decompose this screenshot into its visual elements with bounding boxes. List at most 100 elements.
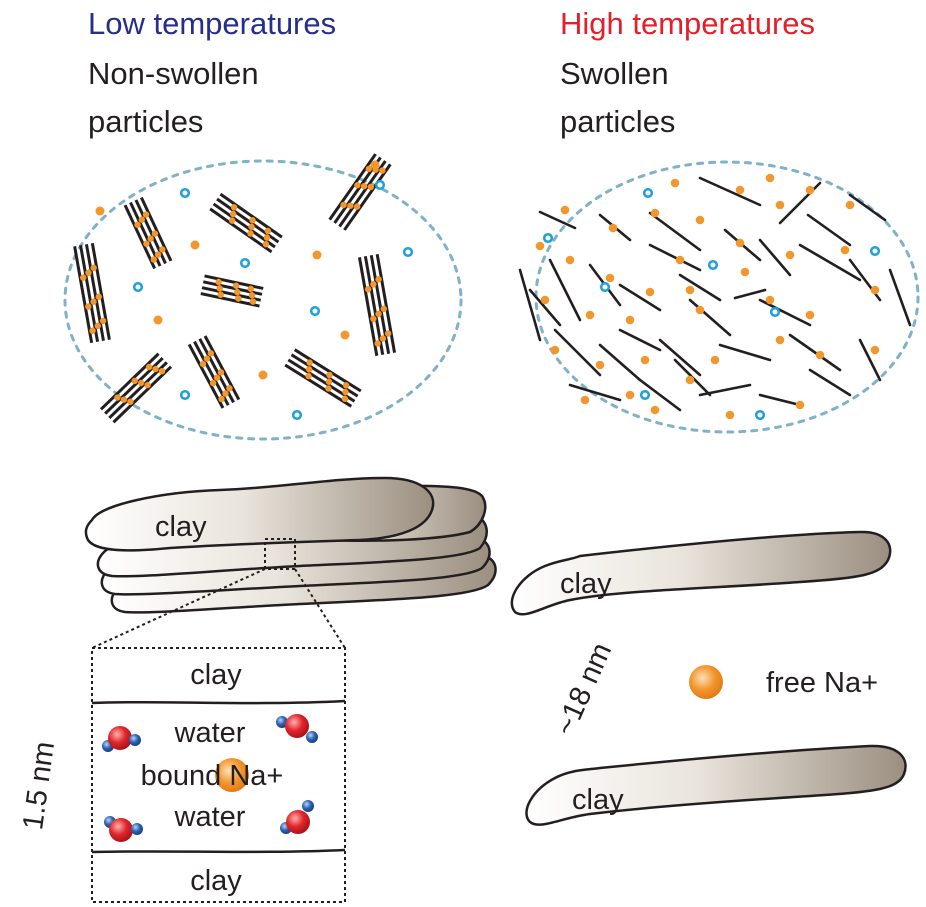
bound-ion <box>247 285 255 293</box>
interlayer-inset: clay water bound Na+ water clay <box>91 647 346 903</box>
platelet <box>140 196 173 262</box>
non-swollen-boundary <box>63 159 463 441</box>
bound-ion <box>341 395 349 402</box>
heading-low-temperatures: Low temperatures <box>88 6 336 41</box>
platelet <box>568 383 622 402</box>
free-ion <box>815 350 825 360</box>
free-ion <box>725 410 735 420</box>
free-ion <box>735 185 745 195</box>
bound-ion <box>79 274 87 281</box>
platelet <box>758 238 792 277</box>
bound-ion <box>158 367 166 375</box>
bound-ion <box>90 298 97 305</box>
platelet-stack <box>99 352 173 424</box>
free-ion <box>258 370 268 380</box>
bound-ion <box>353 203 361 210</box>
free-ion <box>625 390 635 400</box>
platelet <box>658 338 702 377</box>
spacing-label-swollen: ~18 nm <box>549 638 618 740</box>
inset-water-bottom-label: water <box>174 801 246 833</box>
bound-ion <box>151 230 159 237</box>
bound-ion <box>249 298 257 305</box>
bound-ion <box>150 256 158 263</box>
bound-ion <box>305 372 312 380</box>
free-ion <box>374 179 386 191</box>
platelet <box>798 243 862 282</box>
platelet <box>90 242 111 340</box>
bound-ion <box>89 327 96 334</box>
platelet <box>204 274 264 290</box>
platelet <box>112 365 173 424</box>
bound-ion <box>217 369 225 376</box>
platelet <box>219 192 283 239</box>
platelet-stack <box>200 274 264 308</box>
free-ions-left <box>95 160 414 421</box>
free-ion <box>695 215 705 225</box>
bound-ion <box>226 385 233 392</box>
bound-ion <box>379 167 386 174</box>
clay-sheet-upper-right <box>510 530 892 616</box>
subtitle-swollen: Swollen <box>560 56 669 91</box>
platelet <box>518 268 542 342</box>
free-ion <box>870 345 880 355</box>
platelet <box>598 343 642 382</box>
bound-ion <box>248 223 255 231</box>
water-molecule-1 <box>102 726 141 752</box>
bound-ion <box>235 295 242 302</box>
bound-ion <box>137 379 145 387</box>
bound-ion <box>342 388 349 396</box>
free-ion <box>550 345 560 355</box>
inset-bottom-clay-boundary <box>91 848 346 854</box>
platelet-stack <box>357 253 397 357</box>
free-ion <box>775 200 785 210</box>
platelet <box>375 253 397 353</box>
platelet <box>638 378 682 412</box>
platelet <box>343 163 392 231</box>
bound-ion <box>142 211 150 218</box>
bound-ion <box>215 278 222 286</box>
bound-ion <box>370 281 377 288</box>
bound-ion <box>229 210 237 218</box>
zoom-region-marker <box>264 538 296 570</box>
platelet-stack <box>187 335 241 409</box>
free-ion <box>805 185 815 195</box>
bound-na-ion <box>215 758 249 792</box>
platelet <box>284 363 353 408</box>
free-ion <box>775 335 785 345</box>
inset-clay-top-label: clay <box>190 659 242 691</box>
bound-ion <box>159 246 166 253</box>
bound-ion <box>85 269 92 276</box>
platelet <box>888 268 912 327</box>
free-ion <box>645 287 655 297</box>
free-ion <box>312 250 322 260</box>
platelet <box>858 338 882 382</box>
bound-ion <box>367 183 375 191</box>
bound-ion <box>207 350 215 357</box>
free-ion <box>870 285 880 295</box>
bound-ion <box>232 282 240 289</box>
free-ion <box>754 409 766 421</box>
bound-ion <box>114 394 121 401</box>
clay-label-upper-right: clay <box>560 568 612 600</box>
platelet <box>73 246 94 344</box>
bound-ion <box>347 202 354 209</box>
platelet <box>209 207 273 254</box>
heading-high-temperatures: High temperatures <box>560 6 815 41</box>
free-ion <box>765 173 775 183</box>
bound-ion <box>145 363 153 371</box>
bound-ion <box>375 276 382 283</box>
free-ion <box>650 405 660 415</box>
platelet <box>528 288 562 327</box>
bound-ion <box>249 217 256 224</box>
bound-ion <box>134 221 141 228</box>
free-ion <box>153 315 163 325</box>
bound-ion <box>154 251 162 258</box>
free-ion <box>370 160 380 170</box>
platelet-stack <box>209 192 283 254</box>
free-ion <box>179 389 191 401</box>
bound-ion <box>143 240 150 247</box>
zoom-line-left <box>91 568 266 649</box>
bound-ion <box>354 182 361 189</box>
platelet <box>538 210 577 230</box>
platelet <box>788 333 842 372</box>
